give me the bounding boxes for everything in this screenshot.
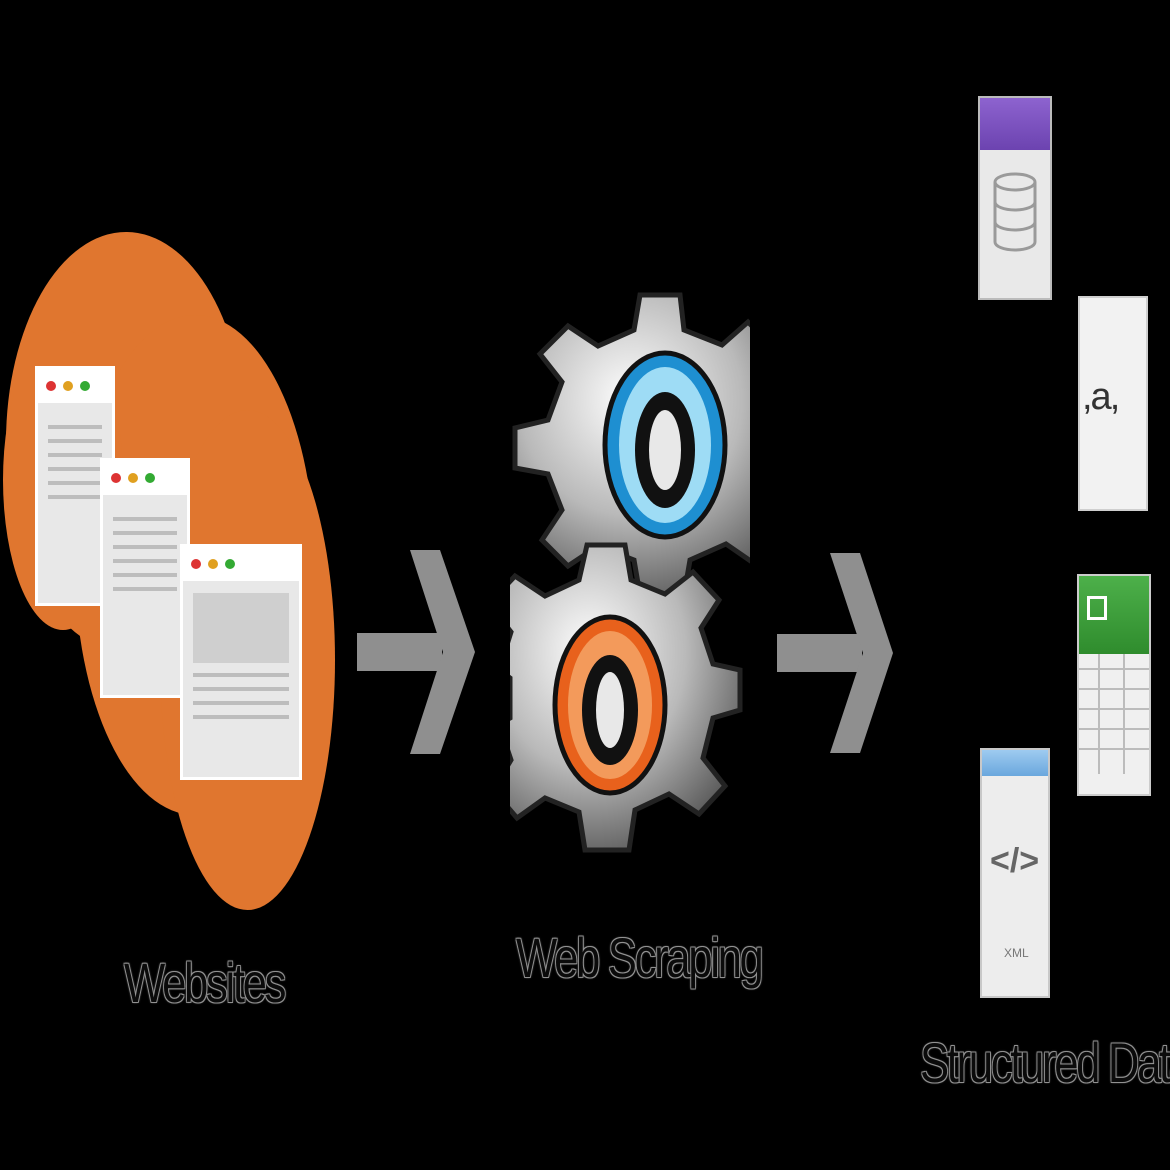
structured-data-label: Structured Data (920, 1031, 1170, 1094)
csv-file-icon: ,a, (1078, 296, 1148, 511)
csv-glyph: ,a, (1082, 376, 1120, 418)
xml-label: XML (1004, 946, 1029, 960)
gears-icon (510, 292, 750, 853)
websites-label: Websites (124, 951, 286, 1014)
website-window-front (180, 544, 302, 780)
database-file-icon (978, 96, 1052, 300)
arrow-right-icon (777, 553, 893, 753)
xml-code-glyph: </> (990, 842, 1040, 880)
arrow-right-icon (357, 550, 475, 754)
website-window-middle (100, 458, 190, 698)
web-scraping-label: Web Scraping (516, 926, 764, 989)
spreadsheet-file-icon (1077, 574, 1151, 796)
xml-file-icon: </> XML (980, 748, 1050, 998)
